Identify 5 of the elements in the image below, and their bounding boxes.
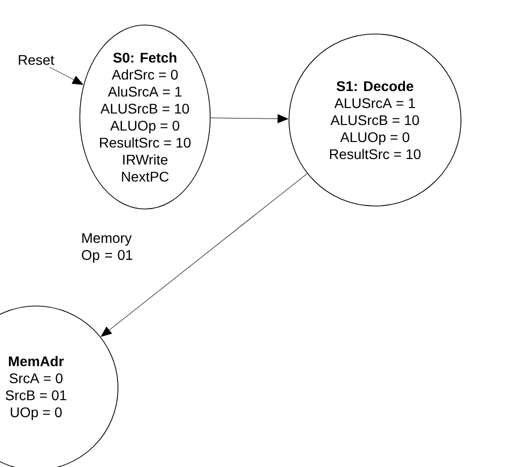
arrow (49, 66, 84, 85)
start-label: Reset (18, 55, 54, 65)
edge-label: Memory Op = 01 (80, 232, 134, 264)
arrow (100, 173, 308, 337)
arrow (210, 114, 288, 124)
